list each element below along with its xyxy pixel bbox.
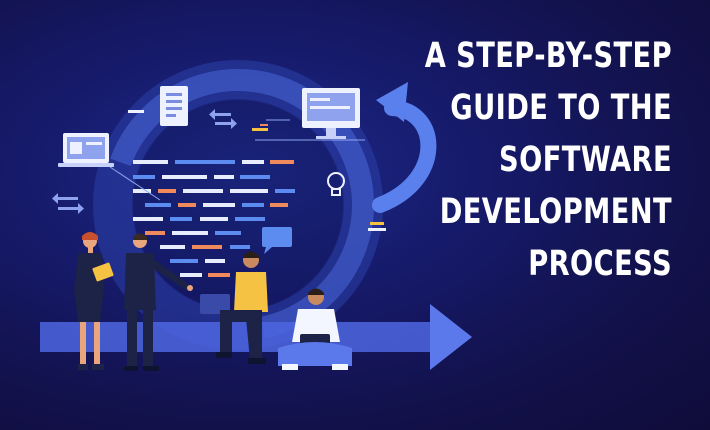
laptop-icon [58, 133, 114, 167]
transfer-arrows-icon [52, 109, 237, 214]
monitor-icon [302, 88, 360, 139]
headline: A STEP-BY-STEP GUIDE TO THE SOFTWARE DEV… [415, 30, 672, 290]
connector-lines [109, 119, 365, 201]
headline-line-4: DEVELOPMENT [439, 192, 672, 232]
person-man-suit [124, 233, 193, 371]
lightbulb-icon [327, 172, 345, 196]
progress-arrow-icon [40, 304, 472, 370]
code-snippet [252, 124, 386, 231]
person-white-shirt [278, 288, 352, 370]
headline-line-5: PROCESS [528, 244, 672, 284]
document-icon [128, 86, 188, 126]
chat-bubble-icon [262, 227, 292, 254]
person-yellow-shirt [200, 251, 268, 364]
cycle-arrow-icon [372, 82, 437, 213]
person-woman-tablet [74, 232, 114, 370]
code-lines [133, 160, 295, 277]
headline-line-1: A STEP-BY-STEP [424, 36, 672, 76]
headline-line-3: SOFTWARE [499, 140, 672, 180]
headline-line-2: GUIDE TO THE [450, 88, 672, 128]
